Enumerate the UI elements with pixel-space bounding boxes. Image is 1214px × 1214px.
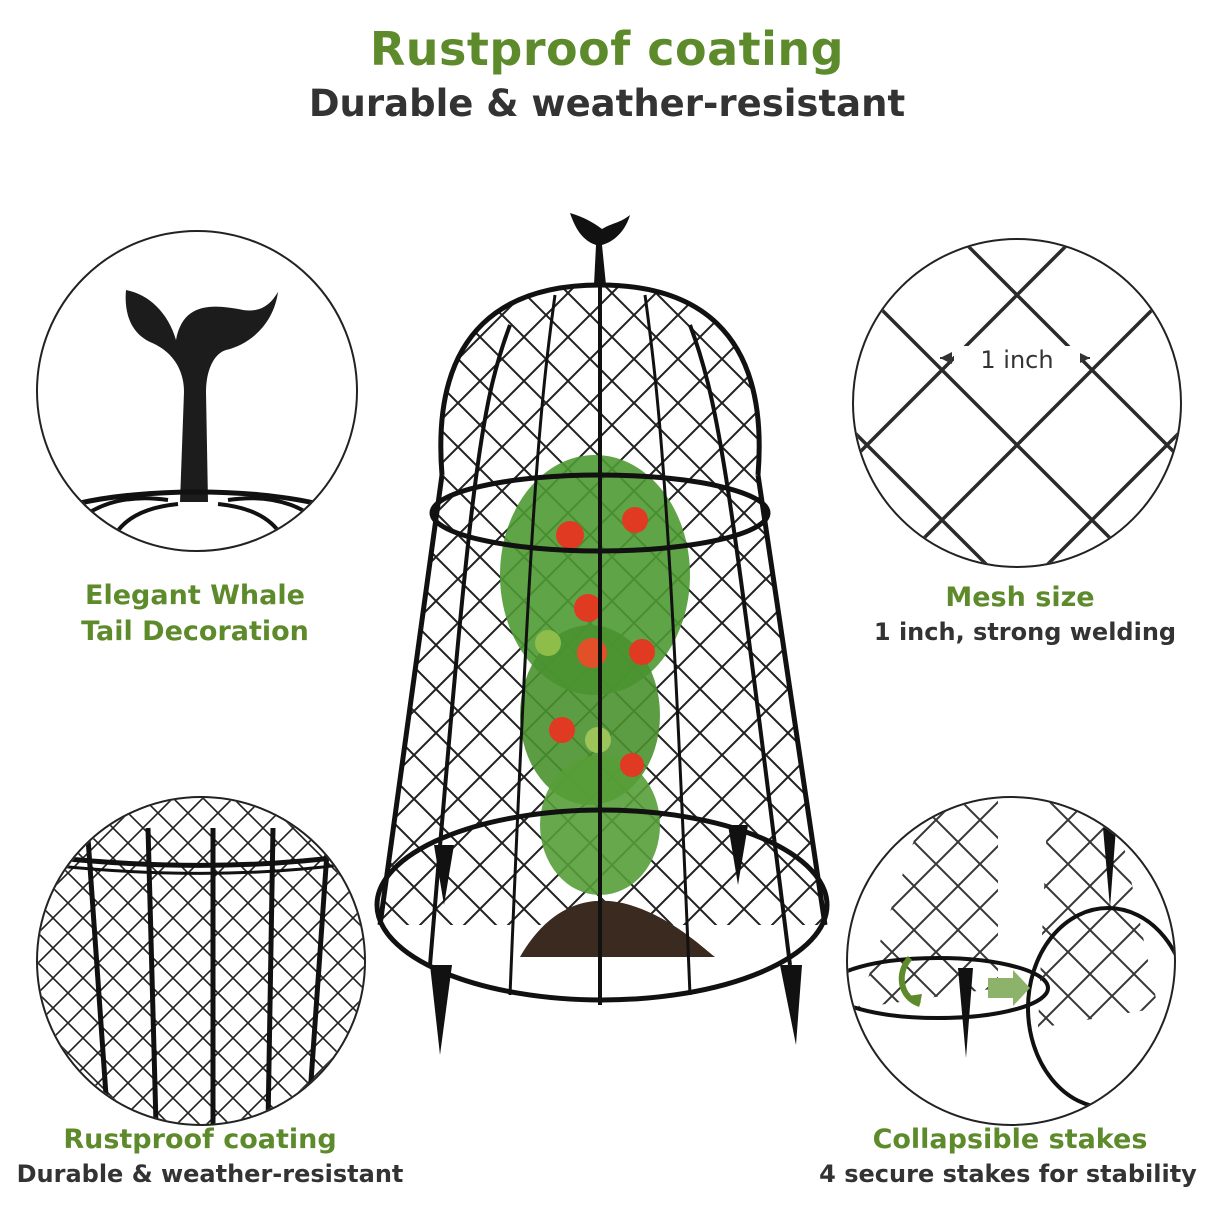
mesh-size-subtitle: 1 inch, strong welding	[873, 618, 1177, 646]
page-subtitle: Durable & weather-resistant	[308, 82, 906, 125]
rustproof-detail-circle	[36, 796, 366, 1126]
arrow-right-icon	[1078, 352, 1090, 364]
whale-tail-title: Elegant Whale Tail Decoration	[36, 578, 354, 650]
whale-tail-finial-icon	[570, 213, 630, 285]
rustproof-title: Rustproof coating	[63, 1124, 337, 1155]
page-title: Rustproof coating	[369, 22, 845, 76]
whale-tail-title-line1: Elegant Whale	[85, 580, 305, 611]
tomato-plant	[500, 455, 690, 895]
rustproof-subtitle: Durable & weather-resistant	[16, 1160, 404, 1188]
stake-right	[1103, 828, 1116, 908]
stake-front-left	[430, 965, 452, 1055]
soil-pile	[520, 900, 715, 957]
stakes-detail-circle	[846, 796, 1176, 1126]
stake-left	[958, 968, 973, 1058]
whale-tail-title-line2: Tail Decoration	[81, 616, 309, 647]
plant-cage-illustration	[370, 205, 850, 1065]
arrow-right-icon	[988, 970, 1030, 1006]
stakes-subtitle: 4 secure stakes for stability	[819, 1160, 1197, 1188]
arrow-left-icon	[940, 352, 952, 364]
rotate-arrow-icon	[898, 955, 922, 1007]
stakes-title: Collapsible stakes	[872, 1124, 1148, 1155]
mesh-measure-label: 1 inch	[954, 346, 1080, 374]
mesh-size-detail-circle: 1 inch	[852, 238, 1182, 568]
mesh-size-title: Mesh size	[945, 582, 1095, 613]
stake-front-right	[780, 965, 802, 1045]
whale-tail-icon	[38, 290, 356, 550]
whale-tail-detail-circle	[36, 230, 358, 552]
